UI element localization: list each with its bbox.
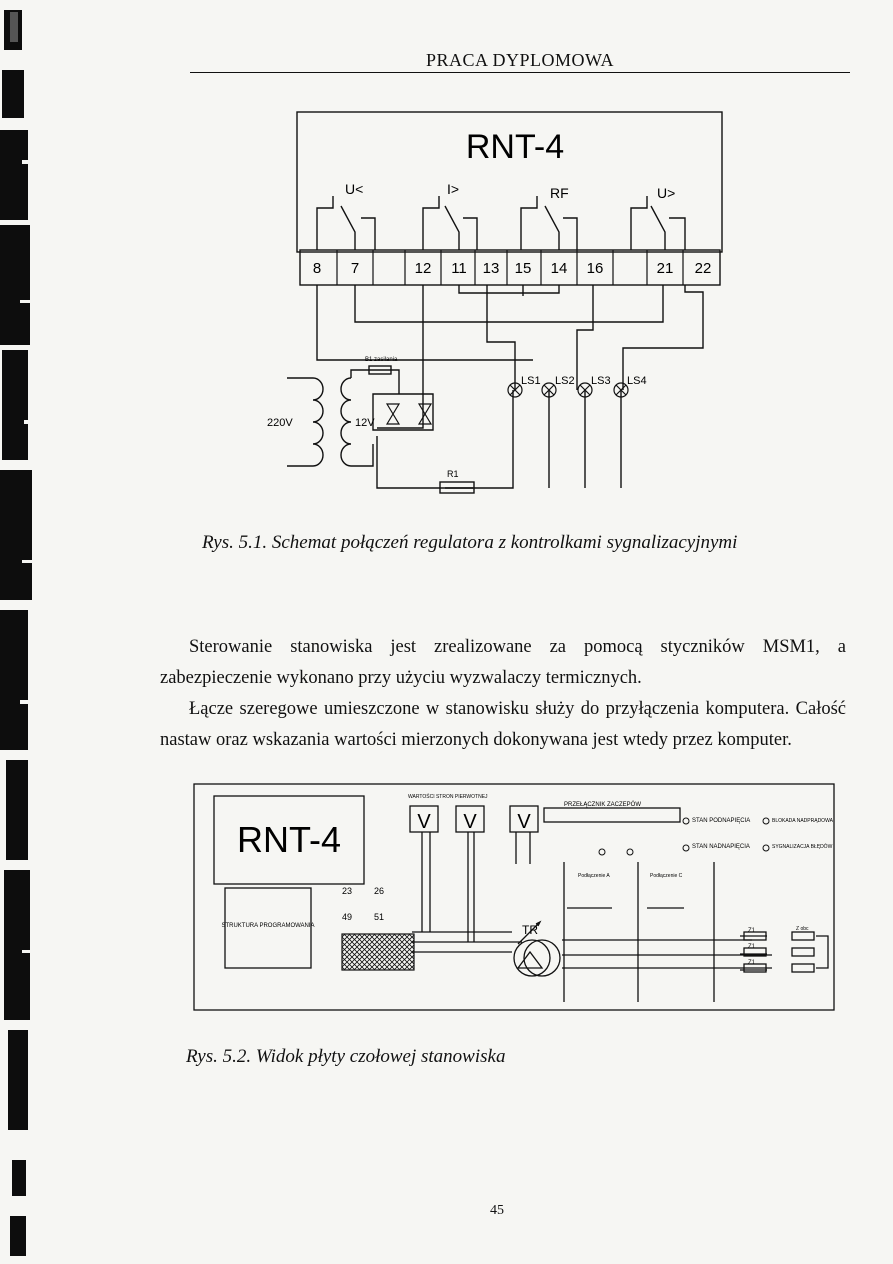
meters-label: WARTOŚCI STRON PIERWOTNEJ	[408, 792, 488, 800]
terminal-22: 22	[695, 260, 712, 277]
paragraph-2: Łącze szeregowe umieszczone w stanowisku…	[160, 699, 846, 750]
meter-frame-3	[509, 805, 539, 833]
panel-frame	[193, 783, 835, 1011]
terminal-21: 21	[657, 260, 674, 277]
lamp-label-ls4: LS4	[627, 375, 647, 387]
meter-v-3: V	[517, 811, 531, 833]
figure2-front-panel: RNT-4 WARTOŚCI STRON PIERWOTNEJ V V V PR…	[193, 783, 835, 1011]
terminal-7: 7	[351, 260, 359, 277]
figure1-schematic: RNT-4 U< I> RF U> 8 7 12 11 13 15 14 16 …	[267, 111, 723, 494]
state-overvoltage-label: STAN NADNAPIĘCIA	[692, 844, 750, 850]
terminal-16: 16	[587, 260, 604, 277]
terminal-51: 51	[374, 912, 384, 922]
tap-switch-strip	[543, 807, 681, 823]
error-signal-label: SYGNALIZACJA BŁĘDÓW	[772, 843, 833, 850]
program-structure-box	[224, 887, 312, 969]
lamp-label-ls1: LS1	[521, 375, 541, 387]
terminal-8: 8	[313, 260, 321, 277]
running-header: PRACA DYPLOMOWA	[190, 50, 850, 80]
meter-v-1: V	[417, 811, 431, 833]
terminal-15: 15	[515, 260, 532, 277]
figure1-caption: Rys. 5.1. Schemat połączeń regulatora z …	[202, 532, 738, 553]
hatched-panel	[341, 933, 415, 971]
relay-label-i: I>	[447, 181, 459, 197]
voltage-primary: 220V	[267, 417, 293, 429]
binding-edge-scan	[0, 0, 52, 1264]
paragraph-1: Sterowanie stanowiska jest zrealizowane …	[160, 637, 846, 688]
tap-c-label: Podłączenie C	[650, 873, 683, 879]
z-label-2: Z1	[748, 944, 756, 950]
meter-v-2: V	[463, 811, 477, 833]
terminal-26: 26	[374, 886, 384, 896]
voltage-secondary: 12V	[355, 417, 375, 429]
terminal-strip	[299, 249, 721, 286]
tap-a-label: Podłączenie A	[578, 873, 610, 879]
transformer-symbol	[513, 939, 551, 977]
figure2-caption: Rys. 5.2. Widok płyty czołowej stanowisk…	[186, 1046, 506, 1067]
relay-label-rf: RF	[550, 185, 569, 201]
regulator-title: RNT-4	[466, 128, 564, 166]
display-frame	[213, 795, 365, 885]
meter-frame-1	[409, 805, 439, 833]
state-undervoltage-label: STAN PODNAPIĘCIA	[692, 818, 750, 824]
block-overvoltage-label: BLOKADA NADPRĄDOWA	[772, 818, 834, 824]
header-title: PRACA DYPLOMOWA	[421, 50, 619, 70]
relay-label-uk: U<	[345, 181, 363, 197]
panel-display: RNT-4	[237, 819, 341, 860]
fuse-b1	[368, 365, 392, 375]
resistor-label: R1	[447, 469, 459, 479]
z-label-3: Z1	[748, 960, 756, 966]
lamp-label-ls2: LS2	[555, 375, 575, 387]
transformer-label: TR	[522, 923, 538, 937]
meter-frame-2	[455, 805, 485, 833]
resistor-r1	[439, 481, 475, 494]
regulator-box	[296, 111, 723, 253]
load-label: Z obc	[796, 926, 809, 932]
header-rule	[190, 72, 850, 73]
lamp-label-ls3: LS3	[591, 375, 611, 387]
terminal-14: 14	[551, 260, 568, 277]
program-structure-label: STRUKTURA PROGRAMOWANIA	[221, 923, 314, 929]
fuse-label: B1 zasilania	[365, 357, 398, 363]
terminal-11: 11	[451, 260, 467, 277]
terminal-13: 13	[483, 260, 500, 277]
tap-switch-label: PRZEŁĄCZNIK ZACZEPÓW	[564, 801, 641, 808]
z-label-1: Z1	[748, 928, 756, 934]
relay-label-u: U>	[657, 185, 675, 201]
terminal-23: 23	[342, 886, 352, 896]
terminal-12: 12	[415, 260, 432, 277]
terminal-49: 49	[342, 912, 352, 922]
page-number: 45	[490, 1203, 504, 1218]
